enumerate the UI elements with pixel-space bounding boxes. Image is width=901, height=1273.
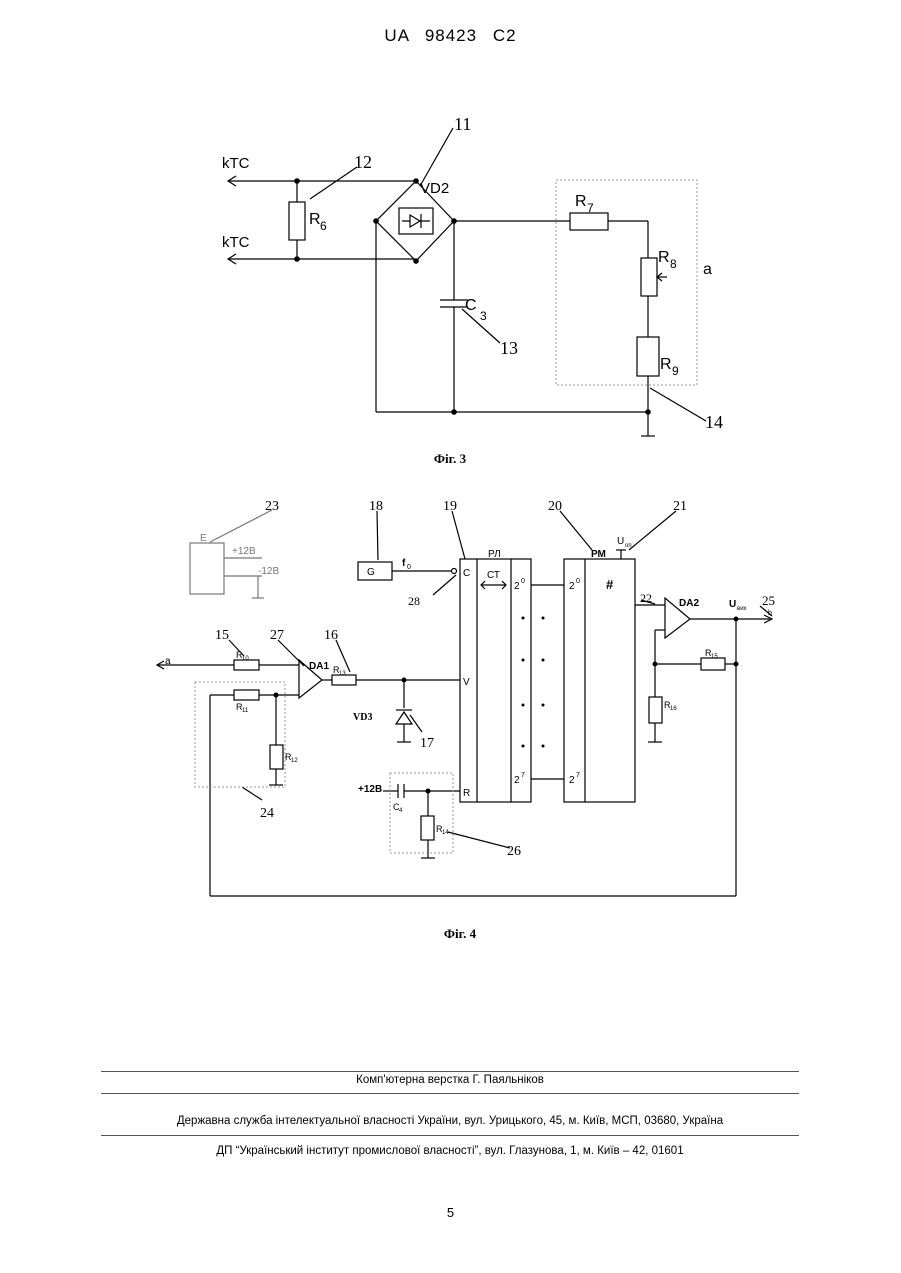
svg-text:0: 0 — [576, 578, 580, 585]
hash-label: # — [606, 577, 614, 592]
ref-14: 14 — [705, 412, 723, 432]
r9-sub: 9 — [672, 364, 679, 378]
two0-rl: 2 — [514, 581, 520, 592]
u-out-label: U — [729, 599, 736, 610]
r7-sub: 7 — [587, 201, 594, 215]
figure-3-schematic: kTC kTC R 6 VD2 R 7 R 8 R 9 C 3 a 11 12 … — [0, 0, 901, 470]
svg-text:вих: вих — [737, 606, 747, 612]
u-op-label: U — [617, 536, 624, 547]
e-label: E — [200, 533, 207, 544]
vd3-label: VD3 — [353, 712, 372, 723]
ref-12: 12 — [354, 152, 372, 172]
f0-label: f — [402, 558, 406, 569]
da1-label: DA1 — [309, 661, 329, 672]
minus12b-label: -12B — [258, 566, 279, 577]
c3-sub: 3 — [480, 309, 487, 323]
ref-19: 19 — [443, 499, 457, 514]
page-number: 5 — [0, 1205, 901, 1220]
svg-text:14: 14 — [442, 830, 449, 836]
two7-pm: 2 — [569, 775, 575, 786]
a-input-label: a — [165, 656, 171, 667]
c-input-label: C — [463, 568, 470, 579]
ref-20: 20 — [548, 499, 562, 514]
ct-label: СТ — [487, 570, 500, 581]
footer-divider — [101, 1135, 799, 1136]
g-label: G — [367, 567, 375, 578]
plus12b-c4-label: +12B — [358, 784, 382, 795]
r6-label: R — [309, 211, 321, 228]
ref-24: 24 — [260, 806, 274, 821]
r-input-label: R — [463, 788, 470, 799]
svg-text:оп: оп — [625, 543, 632, 549]
svg-text:12: 12 — [291, 758, 298, 764]
rl-label: РЛ — [488, 549, 501, 560]
svg-text:11: 11 — [242, 708, 249, 714]
ref-23: 23 — [265, 499, 279, 514]
ref-15: 15 — [215, 628, 229, 643]
footer-institute: ДП “Український інститут промислової вла… — [101, 1145, 799, 1157]
svg-text:13: 13 — [339, 671, 346, 677]
plus12b-label: +12B — [232, 546, 256, 557]
footer-divider — [101, 1093, 799, 1094]
ref-26: 26 — [507, 844, 521, 859]
da2-label: DA2 — [679, 598, 699, 609]
pm-label: РМ — [591, 549, 606, 560]
ref-28: 28 — [408, 594, 420, 608]
footer-typesetting: Комп'ютерна верстка Г. Паяльніков — [101, 1074, 799, 1086]
figure-4-schematic: E +12B -12B G f 0 C РЛ СТ РМ 2 0 2 0 2 7… — [0, 480, 901, 910]
ktc-top-label: kTC — [222, 155, 250, 172]
r8-label: R — [658, 249, 670, 266]
ref-27: 27 — [270, 628, 284, 643]
vd2-label: VD2 — [420, 180, 449, 197]
ref-17: 17 — [420, 736, 434, 751]
r9-label: R — [660, 356, 672, 373]
b-output-label: b — [768, 610, 772, 617]
footer-divider — [101, 1071, 799, 1072]
c3-label: C — [465, 297, 477, 314]
svg-text:16: 16 — [670, 706, 677, 712]
figure-3-caption: Фіг. 3 — [350, 451, 550, 467]
footer-agency: Державна служба інтелектуальної власност… — [101, 1115, 799, 1127]
ref-21: 21 — [673, 499, 687, 514]
ktc-bottom-label: kTC — [222, 234, 250, 251]
ref-11: 11 — [454, 114, 471, 134]
ref-16: 16 — [324, 628, 338, 643]
r7-label: R — [575, 193, 587, 210]
v-input-label: V — [463, 677, 470, 688]
svg-text:0: 0 — [521, 578, 525, 585]
figure-4-caption: Фіг. 4 — [360, 926, 560, 942]
two0-pm: 2 — [569, 581, 575, 592]
r6-sub: 6 — [320, 219, 327, 233]
svg-text:7: 7 — [576, 772, 580, 779]
r8-sub: 8 — [670, 257, 677, 271]
ref-13: 13 — [500, 338, 518, 358]
svg-text:7: 7 — [521, 772, 525, 779]
a-output-label: a — [703, 261, 712, 278]
svg-text:4: 4 — [399, 808, 403, 814]
svg-text:15: 15 — [711, 654, 718, 660]
ref-18: 18 — [369, 499, 383, 514]
svg-text:10: 10 — [242, 656, 249, 662]
ref-22: 22 — [640, 591, 652, 605]
ref-25: 25 — [762, 593, 775, 608]
f0-sub: 0 — [407, 564, 411, 571]
two7-rl: 2 — [514, 775, 520, 786]
